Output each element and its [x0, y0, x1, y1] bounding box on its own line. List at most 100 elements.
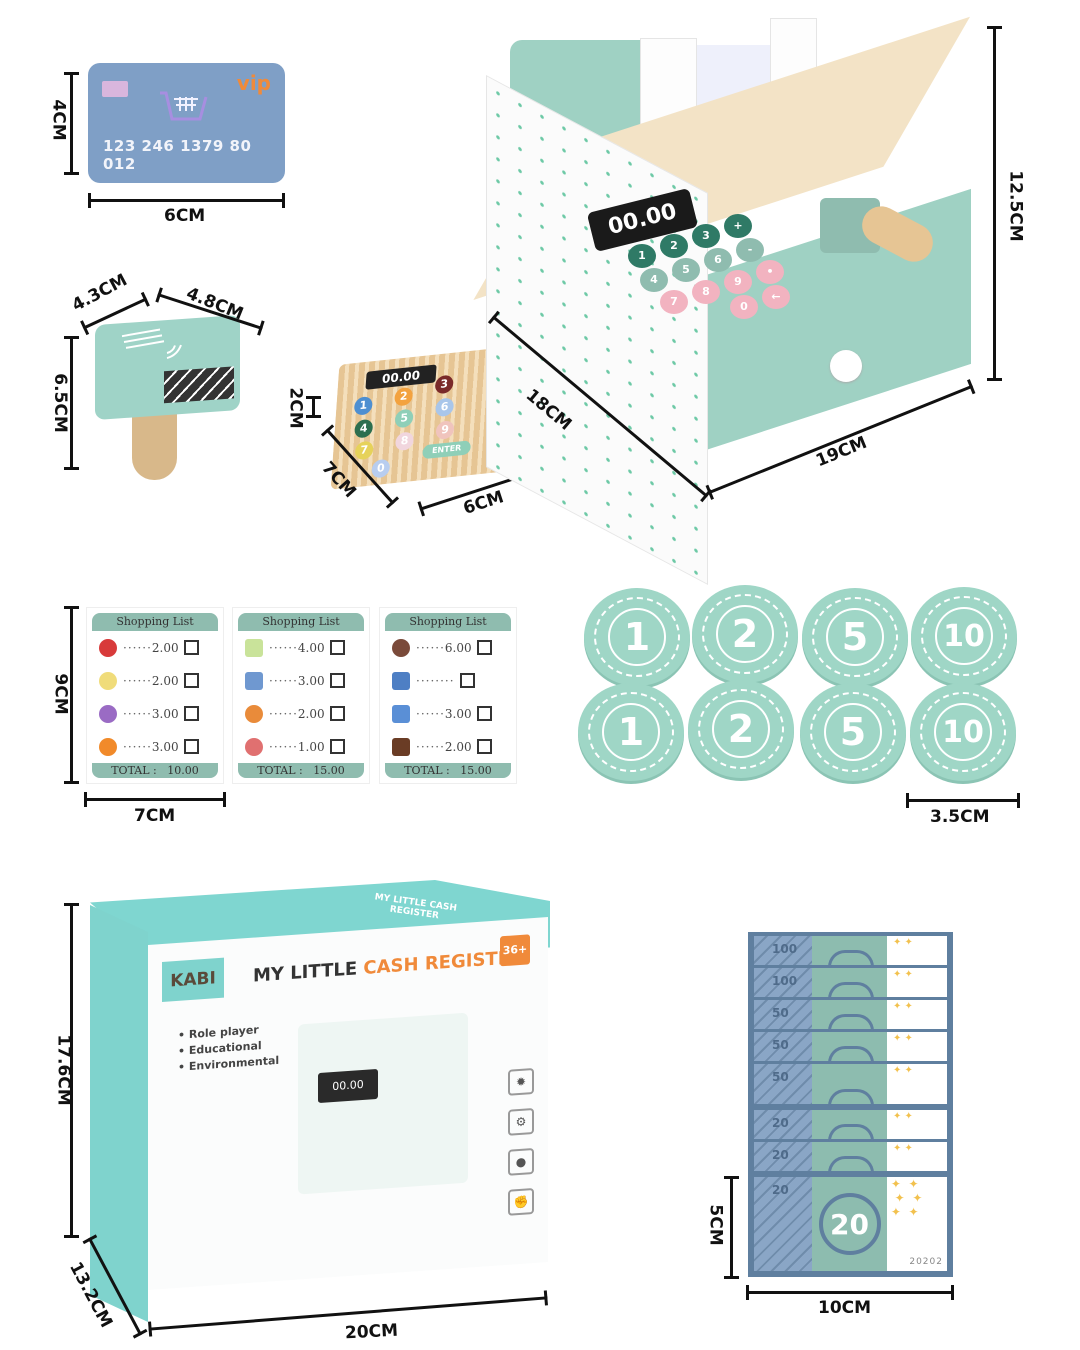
item-price: 2.00	[151, 640, 179, 655]
grapes-icon	[99, 704, 117, 723]
bill-width-label: 10CM	[818, 1298, 872, 1318]
register-key[interactable]: 7	[660, 290, 688, 314]
banknote: 100✦ ✦	[754, 936, 947, 968]
register-key[interactable]: 0	[730, 295, 758, 319]
card-width-bar	[88, 193, 285, 208]
item-checkbox[interactable]	[183, 706, 199, 721]
age-badge: 36+	[500, 934, 530, 967]
drawer-knob[interactable]	[830, 350, 862, 382]
item-checkbox[interactable]	[476, 640, 492, 655]
coin: 10	[911, 587, 1017, 685]
shopping-list-card: Shopping List ······4.00 ······3.00 ····…	[232, 607, 370, 784]
register-key[interactable]: 6	[704, 248, 732, 272]
list-item: ······3.00	[233, 664, 369, 697]
item-checkbox[interactable]	[329, 640, 345, 655]
coin: 1	[584, 588, 690, 686]
item-price: 6.00	[444, 640, 472, 655]
register-key[interactable]: •	[756, 260, 784, 284]
terminal-key[interactable]: 8	[394, 431, 415, 452]
shopping-list-card: Shopping List ······6.00 ········ ······…	[379, 607, 517, 784]
banknote: 20✦ ✦	[754, 1110, 947, 1142]
bath-sponge-icon	[245, 737, 263, 756]
register-keypad: 1 2 3 + 4 5 6 - 7 8 9 • 0 ←	[620, 210, 820, 320]
terminal-key[interactable]: 5	[394, 408, 414, 429]
register-key[interactable]: 2	[660, 234, 688, 258]
item-checkbox[interactable]	[329, 706, 345, 721]
coin: 5	[800, 683, 906, 781]
terminal-key[interactable]: 0	[371, 458, 391, 479]
coin-diameter-bar	[906, 793, 1020, 808]
register-key[interactable]: 5	[672, 258, 700, 282]
bill-value-seal: 20	[818, 1193, 881, 1255]
register-key[interactable]: 1	[628, 244, 656, 268]
banknote: 50✦ ✦	[754, 1032, 947, 1064]
soda-can-icon	[392, 704, 410, 723]
terminal-key[interactable]: 4	[354, 418, 374, 439]
card-width-label: 6CM	[164, 206, 206, 226]
banknote: 50✦ ✦	[754, 1000, 947, 1032]
terminal-key[interactable]: 9	[435, 420, 455, 441]
vip-badge: vip	[236, 71, 271, 95]
chip-icon	[102, 81, 128, 97]
scanner-height-label: 6.5CM	[49, 373, 70, 433]
terminal-key[interactable]: 2	[394, 386, 414, 407]
coin: 10	[910, 683, 1016, 781]
card-height-label: 4CM	[48, 99, 69, 141]
list-total: TOTAL : 15.00	[385, 763, 511, 778]
box-front-face: KABI MY LITTLE CASH REGISTER 36+ • Role …	[148, 917, 548, 1290]
list-item: ······2.00	[233, 697, 369, 730]
shopping-list-card: Shopping List ······2.00 ······2.00 ····…	[86, 607, 224, 784]
apple-icon	[99, 638, 117, 657]
register-key[interactable]: 3	[692, 224, 720, 248]
item-price: 3.00	[297, 673, 325, 688]
coffee-cup-icon	[392, 737, 410, 756]
list-height-bar	[64, 606, 79, 784]
scanner-lines-icon	[121, 328, 165, 349]
item-checkbox[interactable]	[476, 739, 492, 754]
coin: 2	[692, 585, 798, 683]
item-checkbox[interactable]	[183, 739, 199, 754]
card-height-bar	[64, 72, 79, 175]
register-height-bar	[987, 26, 1002, 381]
cupcake-icon	[392, 638, 410, 657]
item-checkbox[interactable]	[329, 739, 345, 754]
item-checkbox[interactable]	[459, 673, 475, 688]
terminal-key[interactable]: 7	[354, 440, 374, 461]
item-price: 2.00	[444, 739, 472, 754]
bill-serial: 20202	[909, 1257, 943, 1267]
box-product-photo: 00.00	[298, 1012, 468, 1195]
bill-height-bar	[724, 1176, 739, 1279]
scanner-window	[164, 366, 234, 404]
list-item: ······3.00	[87, 730, 223, 763]
box-title: MY LITTLE CASH REGISTER	[253, 946, 524, 987]
terminal-enter-key[interactable]: ENTER	[422, 440, 472, 460]
banknote-stack: 100✦ ✦ 100✦ ✦ 50✦ ✦ 50✦ ✦ 50✦ ✦ 20✦ ✦ 20…	[748, 932, 953, 1277]
register-key[interactable]: 9	[724, 270, 752, 294]
terminal-key[interactable]: 1	[353, 395, 373, 416]
bill-height-label: 5CM	[705, 1204, 726, 1246]
coin: 5	[802, 588, 908, 686]
terminal-key[interactable]: 3	[434, 374, 454, 395]
list-title: Shopping List	[238, 613, 364, 631]
register-key[interactable]: 4	[640, 268, 668, 292]
terminal-display: 00.00	[365, 364, 437, 390]
list-title: Shopping List	[92, 613, 218, 631]
list-item: ········	[380, 664, 516, 697]
wireless-signal-icon	[166, 344, 182, 360]
item-checkbox[interactable]	[329, 673, 345, 688]
list-total: TOTAL : 10.00	[92, 763, 218, 778]
motor-skills-icon: ✊	[508, 1188, 534, 1216]
item-checkbox[interactable]	[476, 706, 492, 721]
terminal-key[interactable]: 6	[434, 397, 455, 418]
gears-icon: ⚙	[508, 1108, 534, 1136]
register-key[interactable]: ←	[762, 285, 790, 309]
banknote-front: 20 20 ✦ ✦ ✦ ✦ ✦ ✦ 20202	[754, 1177, 947, 1271]
register-key[interactable]: 8	[692, 280, 720, 304]
register-key[interactable]: -	[736, 238, 764, 262]
orange-icon	[99, 737, 117, 756]
lemon-icon	[99, 671, 117, 690]
register-key[interactable]: +	[724, 214, 752, 238]
item-checkbox[interactable]	[183, 673, 199, 688]
item-checkbox[interactable]	[183, 640, 199, 655]
list-item: ······2.00	[380, 730, 516, 763]
